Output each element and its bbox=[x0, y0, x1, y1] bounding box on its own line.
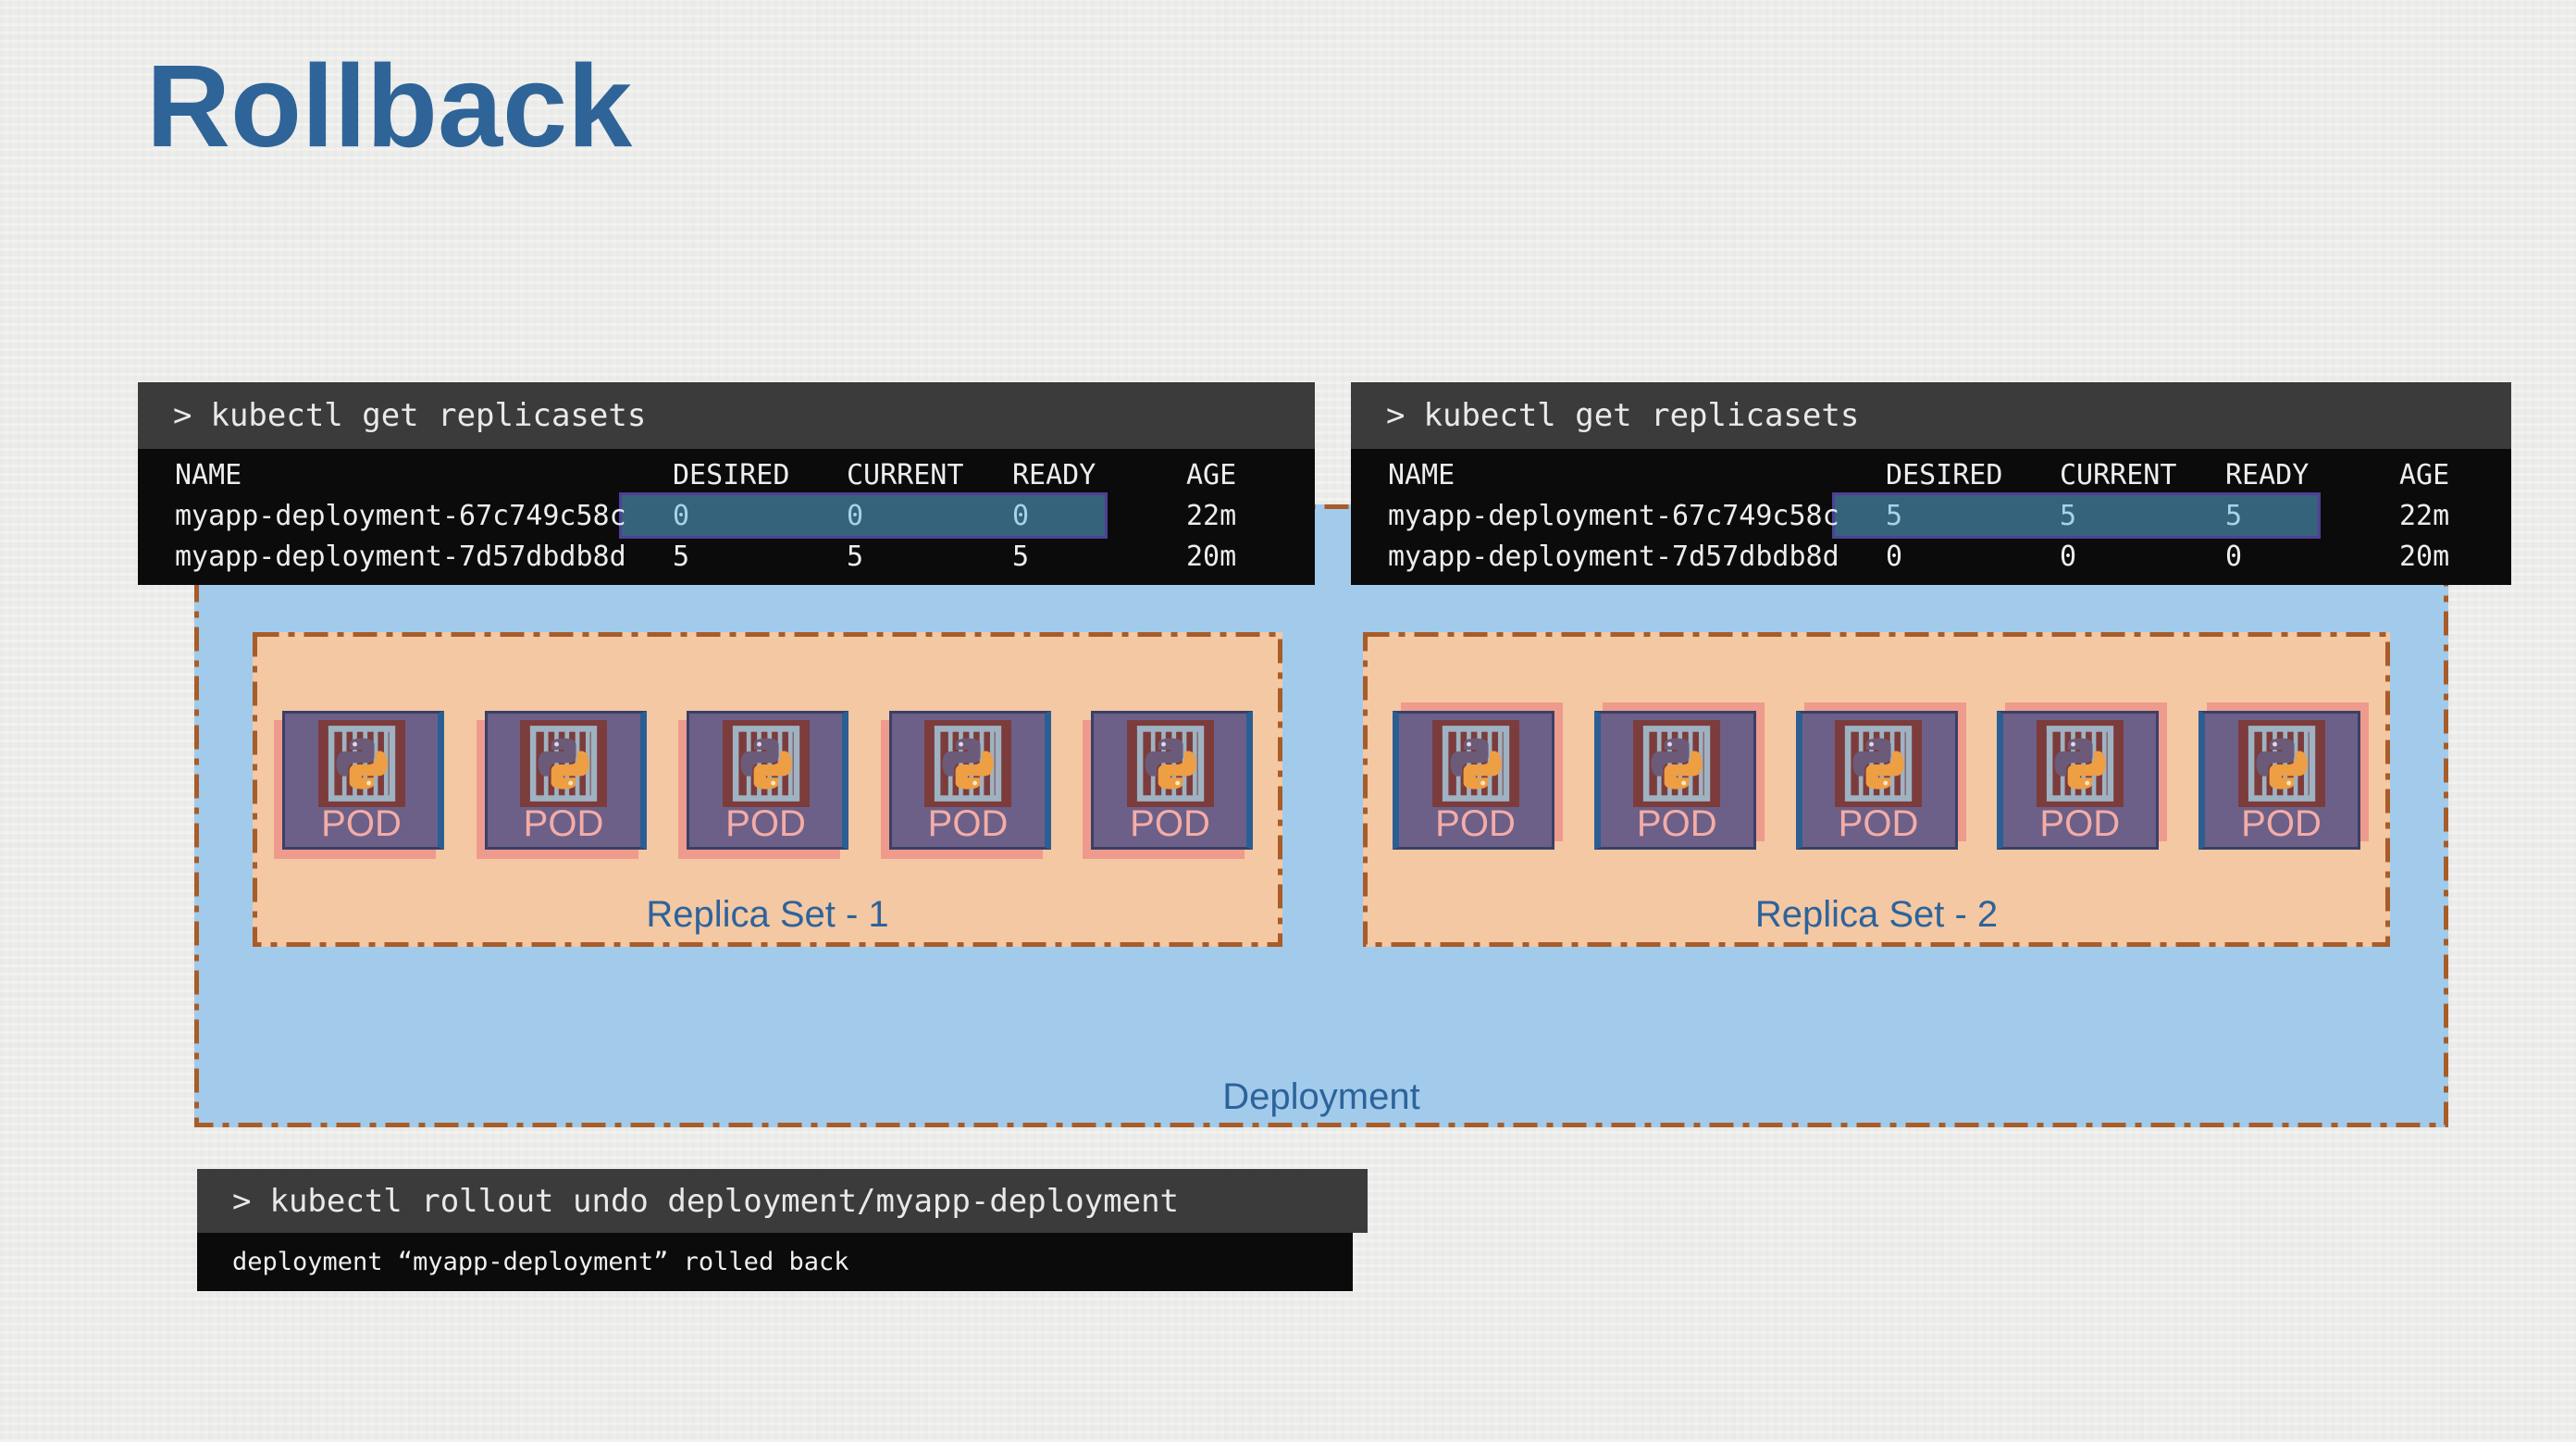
table-header-row: NAME DESIRED CURRENT READY AGE bbox=[175, 454, 1306, 495]
pod: POD bbox=[1997, 711, 2160, 850]
deployment-box: POD POD POD POD POD Replica Set - 1 POD … bbox=[194, 504, 2448, 1127]
cell-name: myapp-deployment-67c749c58c bbox=[175, 499, 626, 532]
pod-label: POD bbox=[1435, 803, 1516, 844]
cell-ready: 0 bbox=[2225, 540, 2243, 573]
pod: POD bbox=[484, 711, 647, 850]
pod: POD bbox=[2198, 711, 2360, 850]
replicaset-2-pods: POD POD POD POD POD bbox=[1393, 711, 2360, 850]
python-container-icon bbox=[1127, 720, 1214, 807]
pod-label: POD bbox=[2241, 803, 2322, 844]
cell-current: 5 bbox=[2060, 499, 2077, 532]
cell-desired: 0 bbox=[1886, 540, 1903, 573]
python-container-icon bbox=[2037, 720, 2124, 807]
prompt-icon: > bbox=[173, 397, 192, 434]
page-title: Rollback bbox=[146, 41, 633, 171]
pod-label: POD bbox=[321, 803, 402, 844]
terminal-left: > kubectl get replicasets NAME DESIRED C… bbox=[138, 382, 1315, 585]
terminal-left-command-bar: > kubectl get replicasets bbox=[138, 382, 1315, 449]
terminal-rollback-command-bar: > kubectl rollout undo deployment/myapp-… bbox=[197, 1169, 1368, 1233]
python-container-icon bbox=[520, 720, 607, 807]
table-header-row: NAME DESIRED CURRENT READY AGE bbox=[1388, 454, 2502, 495]
pod: POD bbox=[1393, 711, 1554, 850]
highlight-box bbox=[619, 492, 1108, 539]
pod-label: POD bbox=[1130, 803, 1210, 844]
replicaset-1-pods: POD POD POD POD POD bbox=[282, 711, 1253, 850]
pod: POD bbox=[687, 711, 848, 850]
cell-ready: 5 bbox=[1012, 540, 1030, 573]
python-container-icon bbox=[924, 720, 1011, 807]
terminal-right: > kubectl get replicasets NAME DESIRED C… bbox=[1351, 382, 2511, 585]
python-container-icon bbox=[1633, 720, 1720, 807]
terminal-left-command: kubectl get replicasets bbox=[210, 397, 647, 434]
col-age: AGE bbox=[2399, 458, 2450, 491]
terminal-rollback: > kubectl rollout undo deployment/myapp-… bbox=[197, 1169, 1368, 1291]
deployment-label: Deployment bbox=[1222, 1076, 1420, 1117]
pod-label: POD bbox=[2039, 803, 2121, 844]
highlight-box bbox=[1832, 492, 2321, 539]
col-desired: DESIRED bbox=[1886, 458, 2003, 491]
terminal-left-output: NAME DESIRED CURRENT READY AGE myapp-dep… bbox=[138, 449, 1315, 585]
cell-desired: 0 bbox=[673, 499, 690, 532]
col-name: NAME bbox=[175, 458, 242, 491]
col-ready: READY bbox=[2225, 458, 2310, 491]
cell-current: 0 bbox=[2060, 540, 2077, 573]
cell-desired: 5 bbox=[673, 540, 690, 573]
replicaset-1-box: POD POD POD POD POD Replica Set - 1 bbox=[253, 632, 1282, 947]
cell-age: 22m bbox=[1186, 499, 1237, 532]
terminal-rollback-output: deployment “myapp-deployment” rolled bac… bbox=[197, 1233, 1353, 1291]
col-current: CURRENT bbox=[847, 458, 964, 491]
pod: POD bbox=[282, 711, 444, 850]
col-desired: DESIRED bbox=[673, 458, 790, 491]
pod: POD bbox=[1795, 711, 1958, 850]
prompt-icon: > bbox=[232, 1182, 252, 1220]
pod-label: POD bbox=[725, 803, 806, 844]
python-container-icon bbox=[723, 720, 810, 807]
replicaset-2-box: POD POD POD POD POD Replica Set - 2 bbox=[1363, 632, 2390, 947]
cell-current: 5 bbox=[847, 540, 864, 573]
python-container-icon bbox=[318, 720, 405, 807]
cell-age: 20m bbox=[1186, 540, 1237, 573]
pod-label: POD bbox=[1636, 803, 1717, 844]
table-row: myapp-deployment-7d57dbdb8d 0 0 0 20m bbox=[1388, 536, 2502, 577]
cell-ready: 0 bbox=[1012, 499, 1030, 532]
prompt-icon: > bbox=[1386, 397, 1406, 434]
terminal-right-output: NAME DESIRED CURRENT READY AGE myapp-dep… bbox=[1351, 449, 2511, 585]
cell-desired: 5 bbox=[1886, 499, 1903, 532]
col-name: NAME bbox=[1388, 458, 1455, 491]
python-container-icon bbox=[1835, 720, 1922, 807]
terminal-right-command: kubectl get replicasets bbox=[1423, 397, 1860, 434]
terminal-right-command-bar: > kubectl get replicasets bbox=[1351, 382, 2511, 449]
python-container-icon bbox=[1432, 720, 1519, 807]
cell-current: 0 bbox=[847, 499, 864, 532]
cell-age: 22m bbox=[2399, 499, 2450, 532]
cell-name: myapp-deployment-7d57dbdb8d bbox=[1388, 540, 1839, 573]
table-row: myapp-deployment-7d57dbdb8d 5 5 5 20m bbox=[175, 536, 1306, 577]
cell-age: 20m bbox=[2399, 540, 2450, 573]
python-container-icon bbox=[2238, 720, 2325, 807]
pod-label: POD bbox=[927, 803, 1009, 844]
pod-label: POD bbox=[1838, 803, 1919, 844]
replicaset-2-label: Replica Set - 2 bbox=[1754, 894, 1999, 935]
col-age: AGE bbox=[1186, 458, 1237, 491]
table-row: myapp-deployment-67c749c58c 0 0 0 22m bbox=[175, 492, 1306, 539]
col-current: CURRENT bbox=[2060, 458, 2177, 491]
table-row: myapp-deployment-67c749c58c 5 5 5 22m bbox=[1388, 492, 2502, 539]
pod: POD bbox=[1593, 711, 1756, 850]
pod-label: POD bbox=[523, 803, 604, 844]
pod: POD bbox=[1091, 711, 1253, 850]
replicaset-1-label: Replica Set - 1 bbox=[646, 894, 889, 935]
col-ready: READY bbox=[1012, 458, 1096, 491]
cell-ready: 5 bbox=[2225, 499, 2243, 532]
terminal-rollback-command: kubectl rollout undo deployment/myapp-de… bbox=[269, 1182, 1180, 1220]
pod: POD bbox=[888, 711, 1051, 850]
cell-name: myapp-deployment-7d57dbdb8d bbox=[175, 540, 626, 573]
cell-name: myapp-deployment-67c749c58c bbox=[1388, 499, 1839, 532]
